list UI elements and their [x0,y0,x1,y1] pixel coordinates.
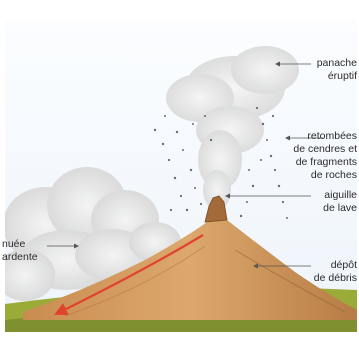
nuee-arrow [54,234,204,315]
volcano-illustration [5,20,357,332]
lava-spine [204,195,228,223]
label-aiguille-de-lave: aiguille de lave [323,189,357,214]
leader-lines [47,63,323,267]
leader-arrowheads [74,61,290,269]
label-depot-de-debris: dépôt de débris [313,259,357,284]
label-nuee-ardente: nuée ardente [2,238,38,263]
volcano-cone [23,220,357,320]
label-panache-eruptif: panache éruptif [316,57,357,82]
ash-fall [153,106,288,219]
label-retombees: retombées de cendres et de fragments de … [293,130,357,181]
eruptive-plume [166,46,299,210]
